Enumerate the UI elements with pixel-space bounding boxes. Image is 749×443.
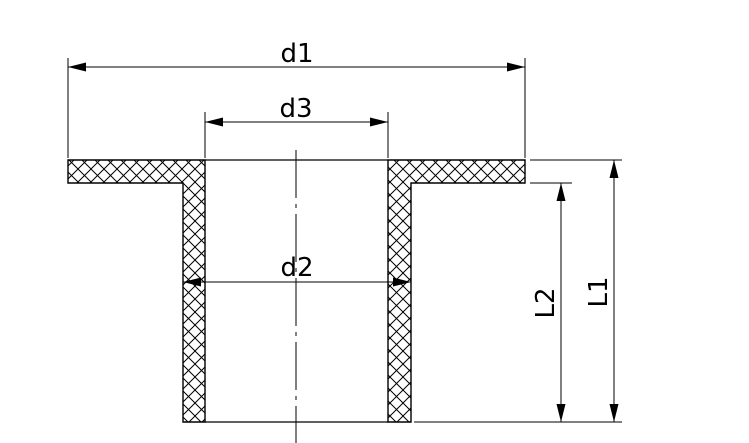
d2-label: d2: [280, 253, 313, 283]
d3-label: d3: [279, 94, 312, 124]
right-section: [387, 159, 526, 423]
d1-label: d1: [280, 39, 313, 69]
l1-label: L1: [584, 276, 614, 307]
l2-label: L2: [531, 287, 561, 318]
left-section: [67, 159, 206, 423]
